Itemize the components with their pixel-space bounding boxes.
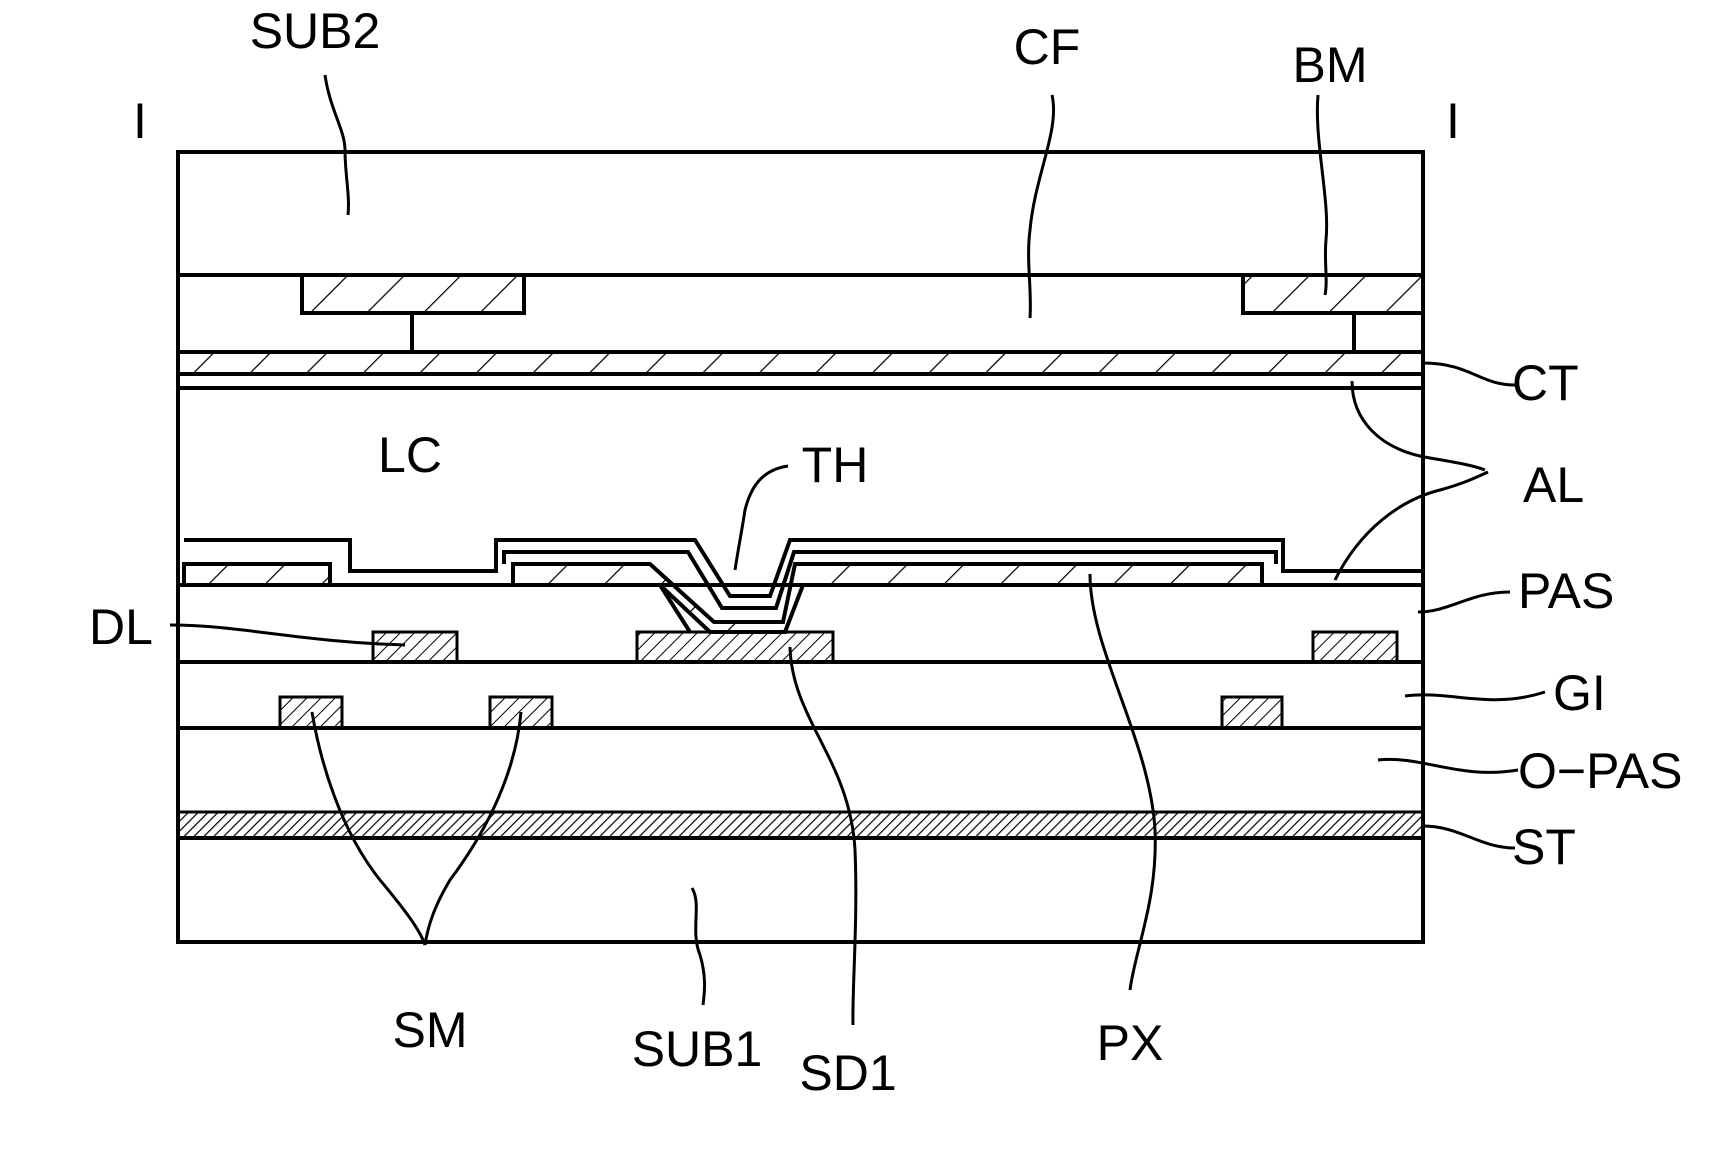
label-o-pas: O−PAS xyxy=(1518,743,1682,799)
px-main-piece xyxy=(513,564,1262,632)
label-sm: SM xyxy=(393,1002,468,1058)
label-th: TH xyxy=(802,437,869,493)
label-cf: CF xyxy=(1014,19,1081,75)
bm-left xyxy=(302,275,524,313)
label-i-left: I xyxy=(133,93,147,149)
leader-th xyxy=(735,466,788,570)
sm-3 xyxy=(1222,697,1282,728)
px-left-piece xyxy=(184,564,330,585)
stripe-layer-st xyxy=(178,812,1423,838)
label-gi: GI xyxy=(1553,665,1606,721)
leader-pas xyxy=(1418,592,1510,612)
label-sd1: SD1 xyxy=(799,1045,896,1101)
leader-cf xyxy=(1029,95,1054,318)
leader-st xyxy=(1423,826,1515,848)
leader-al-lower xyxy=(1335,472,1488,580)
leader-sub1 xyxy=(692,888,705,1005)
common-electrode-ct xyxy=(178,352,1423,374)
label-px: PX xyxy=(1097,1015,1164,1071)
leader-al-upper xyxy=(1352,381,1485,470)
label-st: ST xyxy=(1512,819,1576,875)
label-lc: LC xyxy=(378,427,442,483)
pixel-electrode xyxy=(184,564,1262,632)
drain-lines xyxy=(373,632,1397,662)
leader-px xyxy=(1090,574,1155,990)
label-bm: BM xyxy=(1293,37,1368,93)
label-al: AL xyxy=(1523,457,1584,513)
sm-elements xyxy=(280,697,1282,728)
dl-right xyxy=(1313,632,1397,662)
bm-right xyxy=(1243,275,1423,313)
label-ct: CT xyxy=(1512,355,1579,411)
label-dl: DL xyxy=(89,599,153,655)
source-drain-sd1 xyxy=(637,632,833,662)
black-matrix xyxy=(302,275,1423,352)
leader-o-pas xyxy=(1378,759,1518,772)
leader-sub2 xyxy=(325,75,348,215)
leader-gi xyxy=(1405,692,1545,700)
label-sub2: SUB2 xyxy=(250,3,381,59)
leader-ct xyxy=(1423,363,1515,385)
dl-left xyxy=(373,632,457,662)
label-i-right: I xyxy=(1446,93,1460,149)
leader-bm xyxy=(1317,95,1326,295)
leader-dl xyxy=(170,625,405,645)
label-pas: PAS xyxy=(1518,563,1614,619)
label-sub1: SUB1 xyxy=(632,1021,763,1077)
